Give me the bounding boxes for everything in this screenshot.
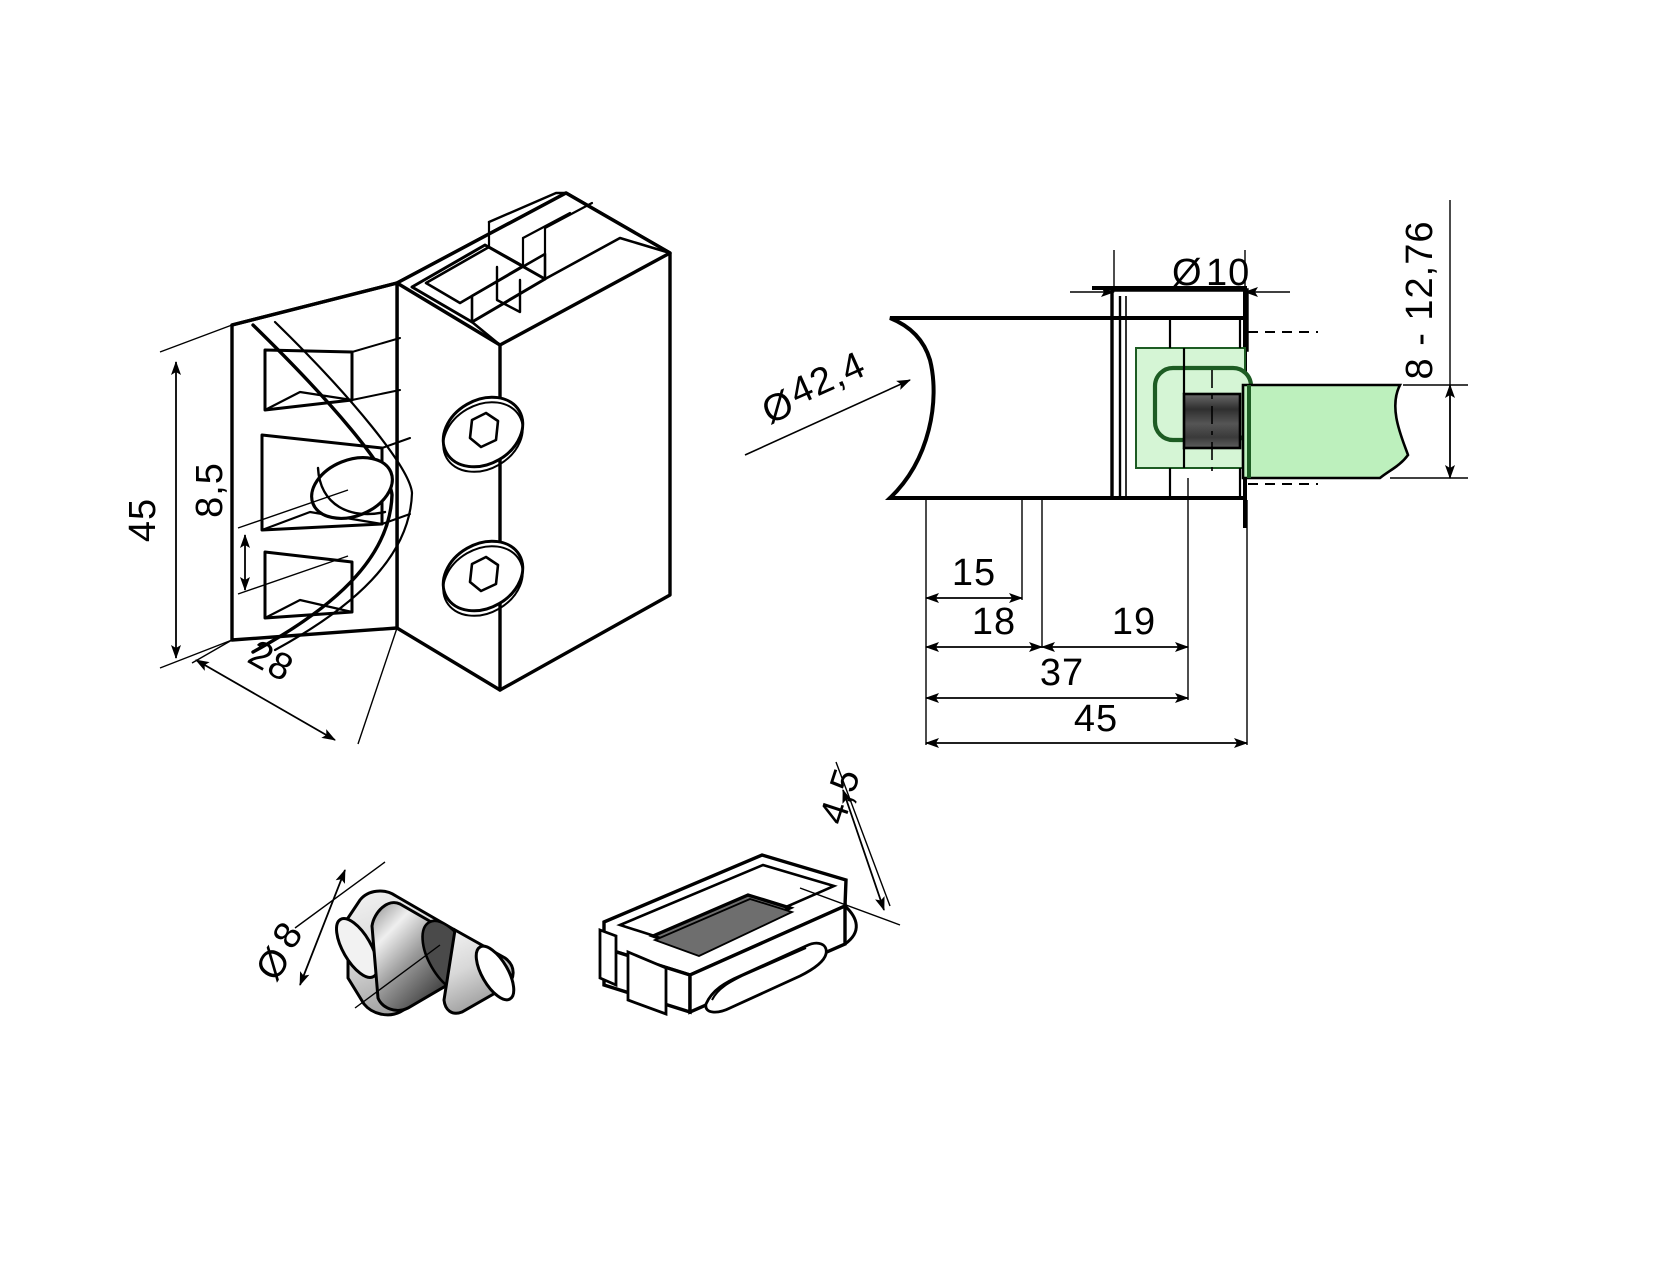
ext-line-85-top [237,489,349,529]
dim-text-15: 15 [952,552,996,594]
rib-back-upper [351,337,401,401]
rib-depth-lower [263,598,354,620]
section-dimensions [744,200,1468,748]
hex-socket-lower [468,555,500,593]
ext-line-45-top [159,324,233,353]
glass-pane [1241,383,1410,480]
gasket-insert-view [598,853,858,1017]
dim-text-19: 19 [1112,601,1156,643]
section-hidden-lines [1168,318,1242,498]
diameter-symbol-pin: Ø [1172,252,1203,294]
label-tube-diameter: Ø 42,4 [756,344,872,433]
label-glass-thickness: 8 - 12,76 [1399,221,1441,380]
dim-text-45-iso: 45 [122,498,164,542]
clamp-left-top-edge [230,281,399,327]
dim-text-18: 18 [972,601,1016,643]
gasket-left-tab [598,927,618,988]
top-slot-rib [495,265,522,314]
dim-text-glass: 8 - 12,76 [1399,221,1441,380]
label-iso-slot: 8,5 [189,462,231,518]
ext-line-85-bottom [237,555,349,595]
label-pin-dia-8: Ø 8 [248,914,312,988]
dim-text-85: 8,5 [189,462,231,518]
hex-screw-lower [441,539,525,617]
ext-line-28-left [191,639,233,664]
top-channel-right [543,236,672,281]
leader-tube-dia [744,379,911,456]
dim-text-37: 37 [1040,652,1084,694]
top-channel-bottom [470,320,502,347]
gasket-dimensions [799,761,901,926]
top-slot-wall [470,252,547,324]
rib-depth-upper [263,390,354,412]
label-iso-height: 45 [122,498,164,542]
clamping-pin-view [335,889,516,1017]
dim-line-gasket [842,789,885,911]
dim-text-45-section: 45 [1074,698,1118,740]
ext-line-28-right [357,627,398,745]
gasket-rail [704,941,828,1014]
pin-bore-inner-arc [316,466,387,516]
label-gasket-thickness: 4,5 [812,763,869,829]
rubber-pad-shadow [652,898,795,957]
hex-socket-upper [468,411,500,449]
dim-line-28 [195,659,336,741]
rib-back-middle [381,437,411,525]
ext-line-45-bottom [159,639,233,669]
top-slot-upper-edge [487,191,568,224]
top-slot-edges [487,220,547,268]
dim-text-45-gasket: 4,5 [812,763,869,829]
ext-pin-dia-bottom [354,944,441,1009]
hex-screw-upper [441,395,525,473]
section-view [884,286,1410,528]
top-slot-upper-edge2 [521,211,572,240]
gasket-left-notch [626,949,668,1017]
label-pin-diameter: Ø 10 [1172,252,1250,294]
gasket-rail-inner [711,947,807,1001]
dim-text-10: 10 [1206,252,1250,294]
dim-line-pin-dia [299,869,346,986]
top-slot-upper-edge3 [543,201,594,230]
pin-dimensions [294,861,441,1009]
pin-right-end-face [474,944,516,1002]
isometric-dimensions [159,324,398,745]
isometric-clamp-view [230,191,672,692]
